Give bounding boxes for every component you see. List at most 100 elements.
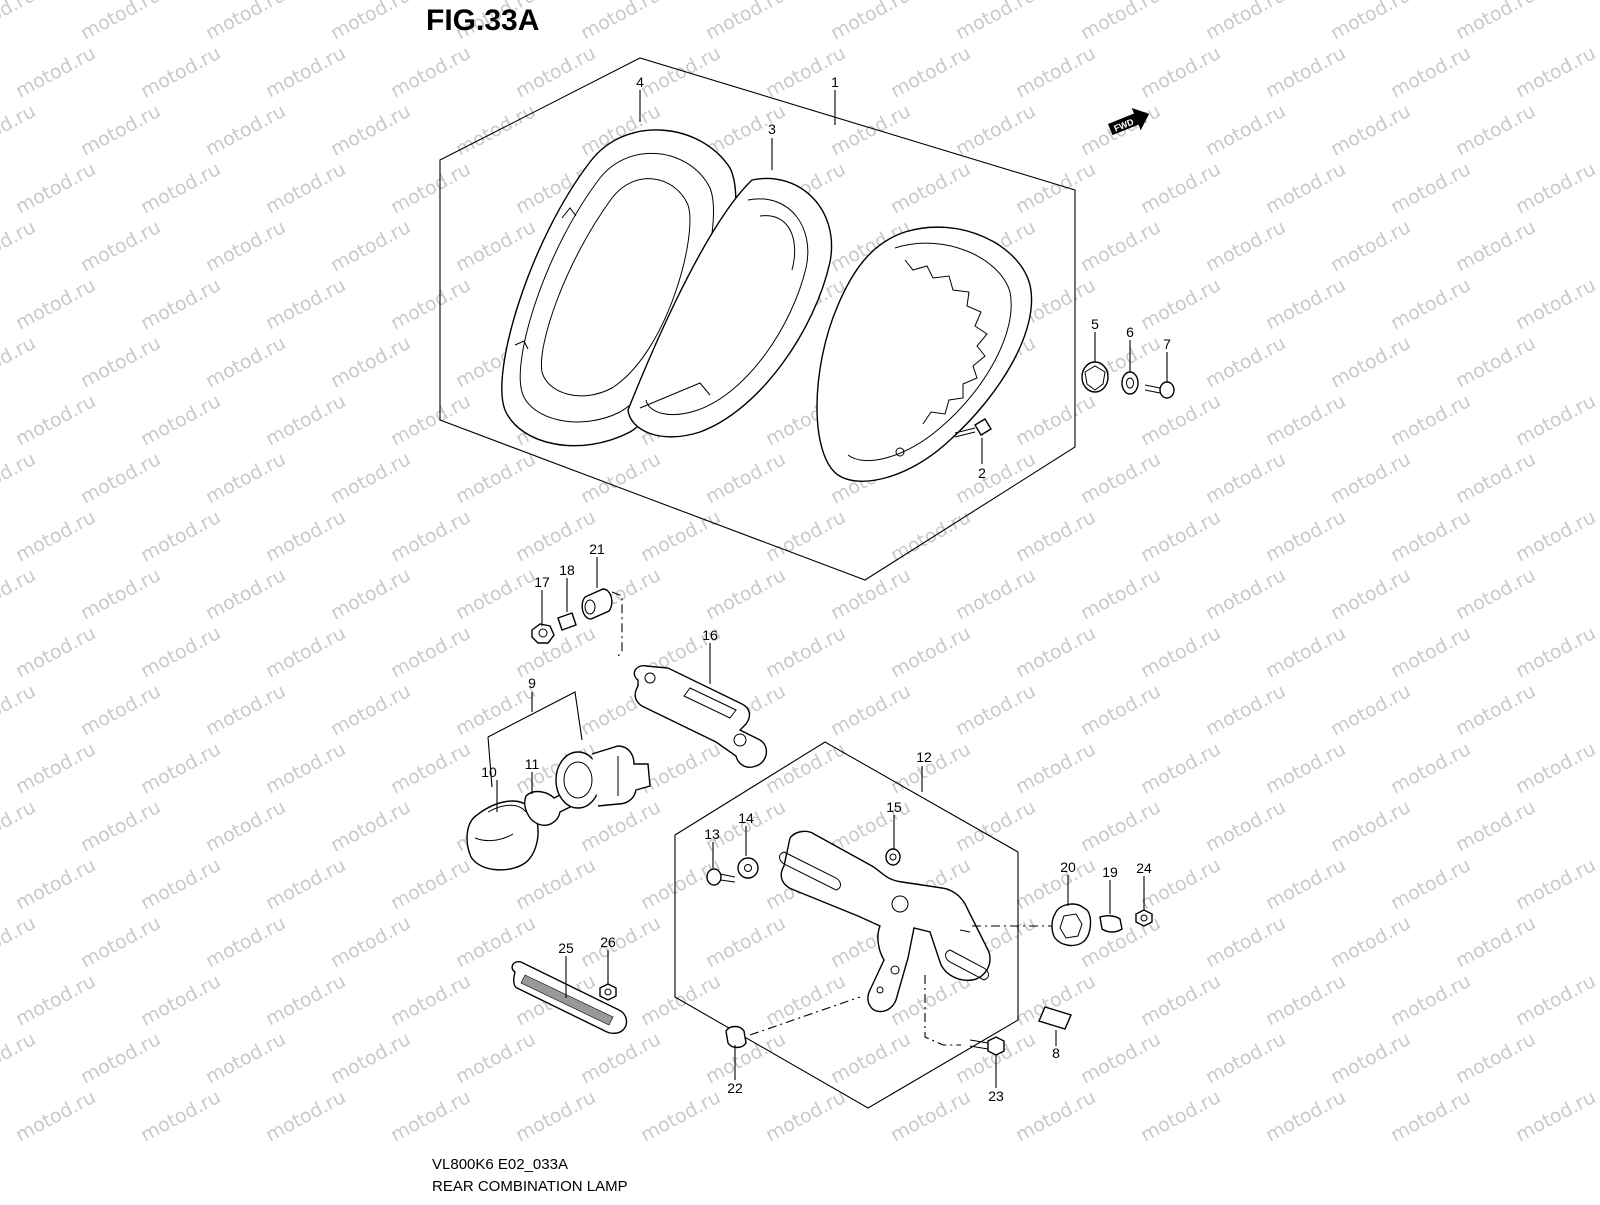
- watermark-text: motod.ru: [387, 390, 474, 450]
- watermark-text: motod.ru: [1327, 0, 1414, 44]
- watermark-text: motod.ru: [12, 738, 99, 798]
- watermark-text: motod.ru: [762, 622, 849, 682]
- callout-5: 5: [1091, 316, 1099, 332]
- part-7-screw: [1144, 381, 1175, 399]
- watermark-text: motod.ru: [202, 912, 289, 972]
- callout-21: 21: [589, 541, 605, 557]
- watermark-text: motod.ru: [1202, 680, 1289, 740]
- watermark-text: motod.ru: [1202, 564, 1289, 624]
- watermark-text: motod.ru: [137, 622, 224, 682]
- watermark-text: motod.ru: [262, 506, 349, 566]
- watermark-text: motod.ru: [452, 564, 539, 624]
- figure-name: REAR COMBINATION LAMP: [432, 1178, 628, 1195]
- watermark-text: motod.ru: [1512, 158, 1599, 218]
- watermark-text: motod.ru: [12, 158, 99, 218]
- watermark-text: motod.ru: [1012, 42, 1099, 102]
- watermark-text: motod.ru: [1327, 1028, 1414, 1088]
- assembly-box-1: [439, 57, 1076, 581]
- watermark-text: motod.ru: [452, 912, 539, 972]
- watermark-text: motod.ru: [327, 332, 414, 392]
- callout-19: 19: [1102, 864, 1118, 880]
- watermark-text: motod.ru: [1387, 738, 1474, 798]
- watermark-text: motod.ru: [0, 448, 39, 508]
- watermark-text: motod.ru: [637, 1086, 724, 1146]
- callout-22: 22: [727, 1080, 743, 1096]
- watermark-text: motod.ru: [387, 274, 474, 334]
- watermark-text: motod.ru: [827, 564, 914, 624]
- watermark-text: motod.ru: [1387, 506, 1474, 566]
- watermark-text: motod.ru: [262, 738, 349, 798]
- watermark-text: motod.ru: [1202, 912, 1289, 972]
- watermark-text: motod.ru: [387, 738, 474, 798]
- watermark-text: motod.ru: [1077, 448, 1164, 508]
- callout-numbers: 1 2 3 4 5 6 7 8 9 10 11 12 13 14 15 16 1…: [481, 74, 1171, 1104]
- callout-25: 25: [558, 940, 574, 956]
- watermark-text: motod.ru: [1137, 622, 1224, 682]
- watermark-text: motod.ru: [0, 564, 39, 624]
- part-6-washer: [1121, 371, 1139, 395]
- watermark-text: motod.ru: [1012, 506, 1099, 566]
- watermark-text: motod.ru: [327, 564, 414, 624]
- watermark-text: motod.ru: [637, 506, 724, 566]
- callout-7: 7: [1163, 336, 1171, 352]
- watermark-text: motod.ru: [887, 1086, 974, 1146]
- watermark-text: motod.ru: [387, 1086, 474, 1146]
- watermark-text: motod.ru: [202, 564, 289, 624]
- watermark-text: motod.ru: [1387, 274, 1474, 334]
- watermark-text: motod.ru: [327, 796, 414, 856]
- watermark-text: motod.ru: [577, 0, 664, 44]
- watermark-text: motod.ru: [1512, 738, 1599, 798]
- watermark-text: motod.ru: [952, 100, 1039, 160]
- watermark-text: motod.ru: [887, 42, 974, 102]
- watermark-text: motod.ru: [1452, 796, 1539, 856]
- watermark-text: motod.ru: [512, 42, 599, 102]
- watermark-text: motod.ru: [1262, 42, 1349, 102]
- watermark-text: motod.ru: [1262, 158, 1349, 218]
- watermark-text: motod.ru: [1387, 1086, 1474, 1146]
- part-22-collar: [725, 1025, 747, 1049]
- part-20-grommet: [1051, 903, 1092, 947]
- watermark-text: motod.ru: [12, 854, 99, 914]
- watermark-text: motod.ru: [1327, 100, 1414, 160]
- watermark-text: motod.ru: [702, 0, 789, 44]
- part-8-label: [1038, 1006, 1072, 1030]
- watermark-text: motod.ru: [1012, 390, 1099, 450]
- callout-3: 3: [768, 121, 776, 137]
- callout-4: 4: [636, 74, 644, 90]
- callout-9: 9: [528, 675, 536, 691]
- part-23-bolt: [969, 1036, 1005, 1056]
- watermark-text: motod.ru: [77, 564, 164, 624]
- watermark-text: motod.ru: [1452, 216, 1539, 276]
- watermark-text: motod.ru: [137, 274, 224, 334]
- watermark-text: motod.ru: [0, 1028, 39, 1088]
- watermark-text: motod.ru: [1012, 622, 1099, 682]
- watermark-text: motod.ru: [762, 1086, 849, 1146]
- watermark-text: motod.ru: [262, 854, 349, 914]
- part-12-license-bracket: [779, 830, 991, 1013]
- watermark-text: motod.ru: [1262, 1086, 1349, 1146]
- watermark-text: motod.ru: [12, 622, 99, 682]
- callout-15: 15: [886, 799, 902, 815]
- watermark-text: motod.ru: [77, 1028, 164, 1088]
- watermark-text: motod.ru: [327, 912, 414, 972]
- watermark-text: motod.ru: [1262, 622, 1349, 682]
- part-18-collar: [557, 612, 577, 631]
- callout-8: 8: [1052, 1045, 1060, 1061]
- watermark-text: motod.ru: [1327, 448, 1414, 508]
- figure-title: FIG.33A: [426, 4, 540, 37]
- watermark-text: motod.ru: [512, 1086, 599, 1146]
- callout-6: 6: [1126, 324, 1134, 340]
- watermark-text: motod.ru: [702, 448, 789, 508]
- watermark-text: motod.ru: [0, 912, 39, 972]
- watermark-text: motod.ru: [1137, 42, 1224, 102]
- watermark-text: motod.ru: [137, 738, 224, 798]
- watermark-text: motod.ru: [637, 738, 724, 798]
- watermark-text: motod.ru: [0, 796, 39, 856]
- callout-16: 16: [702, 627, 718, 643]
- watermark-text: motod.ru: [202, 332, 289, 392]
- watermark-text: motod.ru: [827, 1028, 914, 1088]
- watermark-text: motod.ru: [387, 158, 474, 218]
- watermark-text: motod.ru: [137, 506, 224, 566]
- watermark-text: motod.ru: [1512, 506, 1599, 566]
